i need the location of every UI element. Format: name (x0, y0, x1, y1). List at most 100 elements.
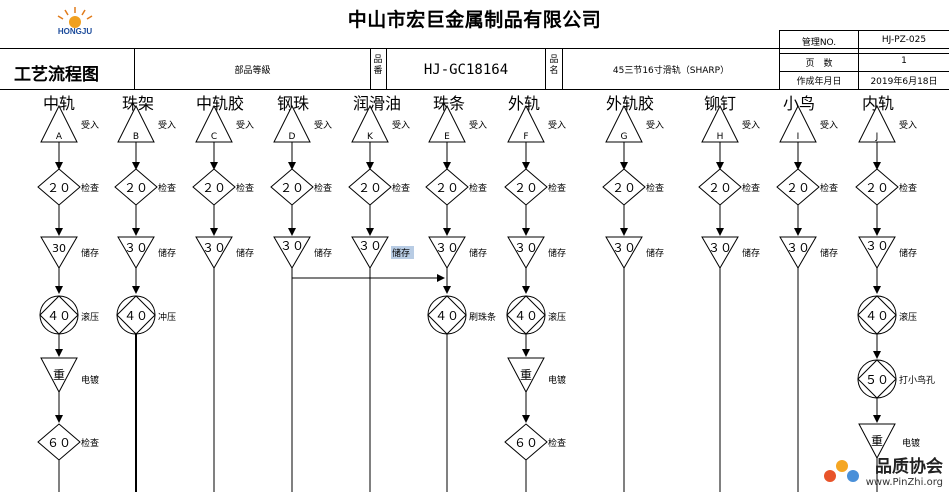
flow-column-outer-rail-rubber (602, 104, 646, 492)
step-code: ２０ (280, 181, 304, 195)
step-label: 检查 (899, 182, 917, 194)
plating-triangle (40, 357, 78, 394)
material-code: C (211, 132, 217, 142)
step-label: 受入 (742, 119, 760, 131)
watermark-logo-icon (818, 456, 866, 486)
company-logo: HONGJU (50, 5, 100, 36)
step-code: ５０ (865, 373, 889, 387)
step-label: 检查 (314, 182, 332, 194)
flow-column-outer-rail (504, 104, 548, 492)
step-label: 刷珠条 (469, 311, 496, 323)
step-label: 储存 (646, 247, 664, 259)
step-code: ２０ (708, 181, 732, 195)
step-code: ３０ (708, 241, 732, 255)
material-code: H (717, 132, 724, 142)
flow-column-rivet (698, 104, 742, 492)
step-label: 储存 (820, 247, 838, 259)
step-label: 受入 (392, 119, 410, 131)
col-header-inner-rail: 内轨 (862, 94, 895, 113)
step-code: ３０ (280, 239, 304, 253)
step-label: 检查 (236, 182, 254, 194)
step-label: 受入 (81, 119, 99, 131)
material-code: A (56, 132, 63, 142)
watermark: 品质协会 www.PinZhi.org (866, 452, 943, 488)
step-code: 重 (520, 368, 532, 382)
flow-column-bird (776, 104, 820, 492)
step-code: ２０ (612, 181, 636, 195)
logo-text: HONGJU (58, 27, 92, 35)
step-code: ２０ (358, 181, 382, 195)
part-grade-label: 部品等級 (234, 66, 271, 76)
step-label: 受入 (820, 119, 838, 131)
step-label: 滚压 (81, 311, 99, 323)
step-label: 电镀 (81, 374, 99, 386)
step-label: 滚压 (899, 311, 917, 323)
part-no-value: HJ-GC18164 (423, 62, 509, 78)
step-label: 受入 (646, 119, 664, 131)
step-label: 检查 (392, 182, 410, 194)
flow-column-middle-rail (37, 104, 81, 492)
step-label: 检查 (158, 182, 176, 194)
step-code: ４０ (865, 309, 889, 323)
step-label: 受入 (236, 119, 254, 131)
step-code: ４０ (514, 309, 538, 323)
step-label: 滚压 (548, 311, 566, 323)
step-label: 受入 (548, 119, 566, 131)
store-triangle (40, 236, 78, 269)
flow-column-middle-rail-rubber (192, 104, 236, 492)
logo-sun-icon: HONGJU (57, 7, 93, 36)
step-label: 受入 (469, 119, 487, 131)
part-name-value: 45三节16寸滑轨（SHARP） (612, 66, 730, 76)
step-label: 电镀 (902, 437, 920, 449)
step-code: ４０ (435, 309, 459, 323)
mgmt-no-value: HJ-PZ-025 (881, 35, 927, 45)
flow-column-bead-strip (425, 104, 469, 492)
step-label: 检查 (81, 437, 99, 449)
page-count-value: 1 (901, 56, 907, 66)
step-label: 检查 (469, 182, 487, 194)
col-header-steel-ball: 钢珠 (277, 94, 310, 113)
col-header-bead-strip: 珠条 (433, 94, 466, 113)
col-header-rivet: 铆钉 (704, 94, 737, 113)
col-header-lubricant: 润滑油 (353, 94, 402, 113)
col-header-outer-rail: 外轨 (508, 94, 541, 113)
step-label: 储存 (469, 247, 487, 259)
step-label: 电镀 (548, 374, 566, 386)
step-label: 受入 (899, 119, 917, 131)
step-code: ２０ (786, 181, 810, 195)
col-header-outer-rail-rubber: 外轨胶 (606, 94, 655, 113)
step-label: 检查 (81, 182, 99, 194)
process-flow-title: 工艺流程图 (14, 65, 99, 85)
flow-column-inner-rail (855, 104, 899, 492)
step-label: 储存 (236, 247, 254, 259)
step-label: 储存 (314, 247, 332, 259)
created-date-label: 作成年月日 (796, 77, 842, 87)
step-label: 检查 (646, 182, 664, 194)
part-name-label: 品名 (549, 55, 559, 76)
step-label: 储存 (81, 247, 99, 259)
step-code: ３０ (124, 241, 148, 255)
col-header-ball-cage: 珠架 (122, 94, 155, 113)
step-label: 打小鸟孔 (899, 374, 935, 386)
step-code: ２０ (47, 181, 71, 195)
step-code: ３０ (358, 239, 382, 253)
flow-column-steel-ball (270, 104, 314, 492)
material-code: I (797, 132, 800, 142)
step-label: 检查 (742, 182, 760, 194)
mgmt-no-label: 管理NO. (801, 38, 837, 48)
material-code: B (133, 132, 139, 142)
step-code: 重 (871, 434, 883, 448)
flow-column-lubricant (348, 104, 392, 492)
step-label: 储存 (548, 247, 566, 259)
step-code: ２０ (514, 181, 538, 195)
page-count-label: 页 数 (805, 59, 833, 69)
step-code: ６０ (47, 436, 71, 450)
material-code: G (621, 132, 628, 142)
step-code: ２０ (865, 181, 889, 195)
step-code: ３０ (612, 241, 636, 255)
step-code: ３０ (435, 241, 459, 255)
col-header-bird: 小鸟 (783, 94, 816, 113)
step-code: ３０ (202, 241, 226, 255)
material-code: F (523, 132, 528, 142)
step-code: ２０ (202, 181, 226, 195)
